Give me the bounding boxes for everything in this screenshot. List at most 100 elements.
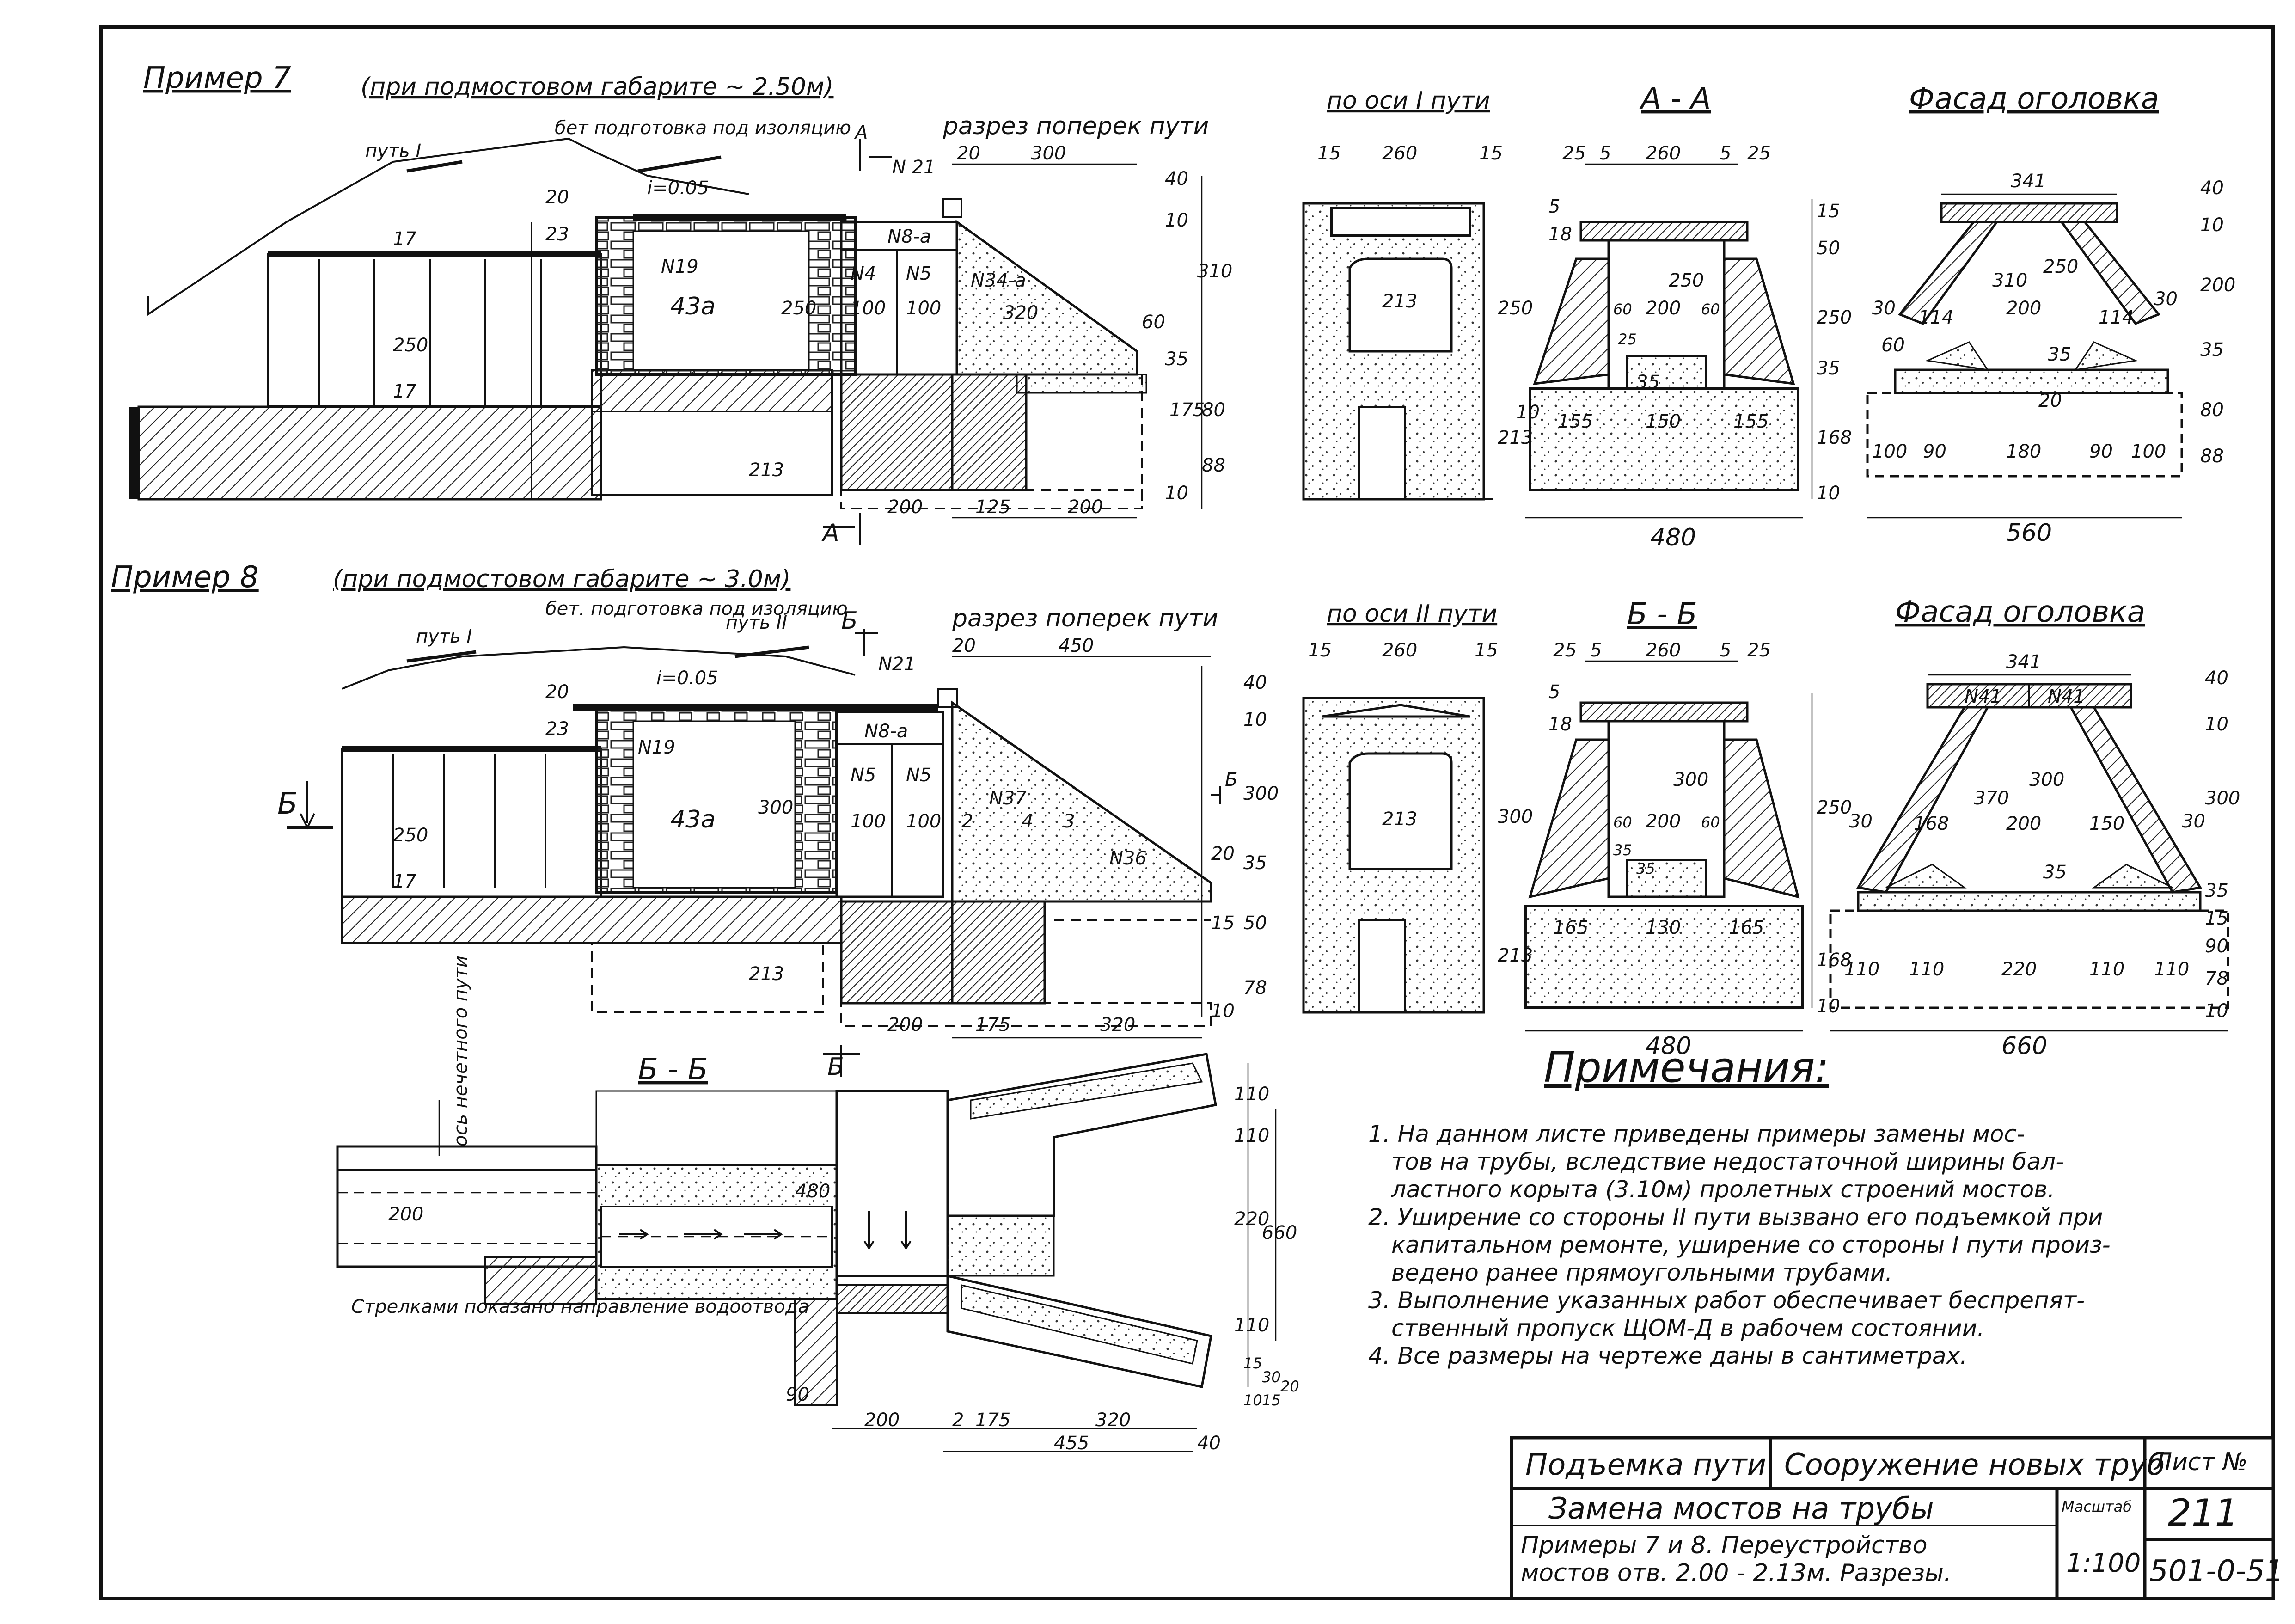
drawing-description-1: Примеры 7 и 8. Переустройство	[1521, 1532, 1928, 1559]
dim: 110	[2089, 959, 2124, 980]
notes-title: Примечания:	[1544, 1043, 1829, 1092]
dim: 10	[1817, 996, 1840, 1017]
dim: 20	[1280, 1378, 1299, 1395]
dim: 300	[2205, 788, 2240, 809]
example7-n21: N 21	[892, 157, 936, 178]
dim: 15	[1817, 201, 1840, 222]
dim: 60	[1613, 300, 1632, 318]
dim: 320	[1003, 302, 1038, 324]
dim: 480	[795, 1181, 830, 1202]
plan-bb-note: Стрелками показано направление водоотвод…	[351, 1296, 809, 1318]
example7-n5: N5	[906, 263, 931, 284]
dim: 10	[1243, 1391, 1262, 1409]
dim: 165	[1553, 917, 1588, 938]
dim: 200	[388, 1204, 423, 1225]
dim: 165	[1729, 917, 1764, 938]
dim: 80	[2200, 399, 2224, 421]
dim: 10	[1243, 709, 1267, 730]
dim: 100	[906, 811, 941, 832]
drawing-code: 501-0-51	[2149, 1554, 2284, 1588]
dim: 200	[2006, 813, 2041, 834]
dim: 23	[545, 718, 569, 740]
dim: 43а	[670, 806, 716, 833]
dim: 15	[1317, 143, 1341, 164]
dim: 220	[2001, 959, 2037, 980]
dim: 168	[1914, 813, 1949, 834]
example8-slope: i=0.05	[656, 668, 718, 689]
dim: 114	[2099, 307, 2134, 328]
plan-bb-title: Б - Б	[638, 1053, 708, 1087]
dim: 23	[545, 224, 569, 245]
example8-axis-label: по оси II пути	[1327, 600, 1497, 628]
dim: 5	[1548, 196, 1560, 217]
dim: 110	[1909, 959, 1944, 980]
example7-n19: N19	[661, 256, 698, 277]
dim: 260	[1646, 143, 1681, 164]
dim: 25	[1747, 640, 1771, 661]
dim: 30	[2182, 811, 2205, 832]
dim: 40	[1243, 672, 1267, 693]
note-line: 4. Все размеры на чертеже даны в сантиме…	[1368, 1342, 1967, 1369]
dim: 10	[1165, 483, 1188, 504]
example7-n34: N34-а	[971, 270, 1026, 291]
dim: 250	[1669, 270, 1704, 291]
dim: 4	[1022, 811, 1033, 832]
dim: 100	[1872, 441, 1907, 462]
dim: 250	[393, 335, 428, 356]
dim: 88	[2200, 446, 2224, 467]
sheet-border	[99, 25, 2275, 1600]
example8-mark-b: Б	[841, 607, 858, 635]
dim: 155	[1733, 411, 1769, 432]
example8-track2: путь II	[726, 612, 787, 633]
title-block	[1510, 1436, 2275, 1600]
dim: 341	[2006, 651, 2041, 673]
dim: N41	[1965, 686, 2002, 707]
dim: 30	[1262, 1368, 1281, 1386]
dim: 15	[1475, 640, 1498, 661]
dim: 40	[2200, 178, 2224, 199]
dim: 450	[1059, 635, 1094, 656]
example7-views	[1302, 163, 2183, 519]
dim: 60	[1881, 335, 1905, 356]
note-line: ственный пропуск ЩОМ-Д в рабочем состоян…	[1391, 1315, 1984, 1342]
dim: 260	[1382, 143, 1417, 164]
dim: 35	[1636, 372, 1660, 393]
example7-n4: N4	[851, 263, 876, 284]
dim: 60	[1701, 814, 1720, 831]
scale-label: Масштаб	[2062, 1498, 2132, 1515]
dim: 78	[2205, 968, 2228, 989]
example7-title: Пример 7	[143, 61, 291, 95]
example8-views	[1302, 660, 2229, 1032]
dim: 40	[1197, 1433, 1221, 1454]
dim: 3	[1063, 811, 1075, 832]
example8-subtitle: (при подмостовом габарите ~ 3.0м)	[333, 565, 790, 593]
example7-subtitle: (при подмостовом габарите ~ 2.50м)	[361, 73, 833, 101]
example8-n21: N21	[878, 654, 916, 675]
dim: 18	[1548, 224, 1572, 245]
example8-title: Пример 8	[111, 560, 259, 594]
dim: 60	[1142, 312, 1165, 333]
example8-section-bb: Б - Б	[1627, 597, 1697, 631]
note-line: 2. Уширение со стороны II пути вызвано е…	[1368, 1204, 2103, 1231]
dim: 35	[1817, 358, 1840, 379]
dim: 100	[2131, 441, 2166, 462]
example7-section-aa: А - А	[1639, 82, 1711, 116]
dim: 15	[2205, 908, 2228, 929]
dim: 200	[864, 1410, 900, 1431]
dim: 5	[1548, 681, 1560, 703]
example8-cross-section: разрез поперек пути	[952, 605, 1218, 632]
dim: 15	[1262, 1391, 1281, 1409]
example7-n8: N8-а	[887, 226, 931, 247]
dim: 114	[1918, 307, 1953, 328]
dim: 20	[1211, 843, 1235, 864]
dim: 10	[2200, 214, 2224, 236]
note-line: капитальном ремонте, уширение со стороны…	[1391, 1232, 2111, 1258]
dim: 2	[961, 811, 973, 832]
dim: 10	[1516, 402, 1540, 423]
dim: 60	[1701, 300, 1720, 318]
dim: 35	[1165, 349, 1188, 370]
dim: 660	[2001, 1032, 2047, 1060]
dim: 370	[1974, 788, 2009, 809]
example7-mark-a: А	[854, 122, 868, 143]
